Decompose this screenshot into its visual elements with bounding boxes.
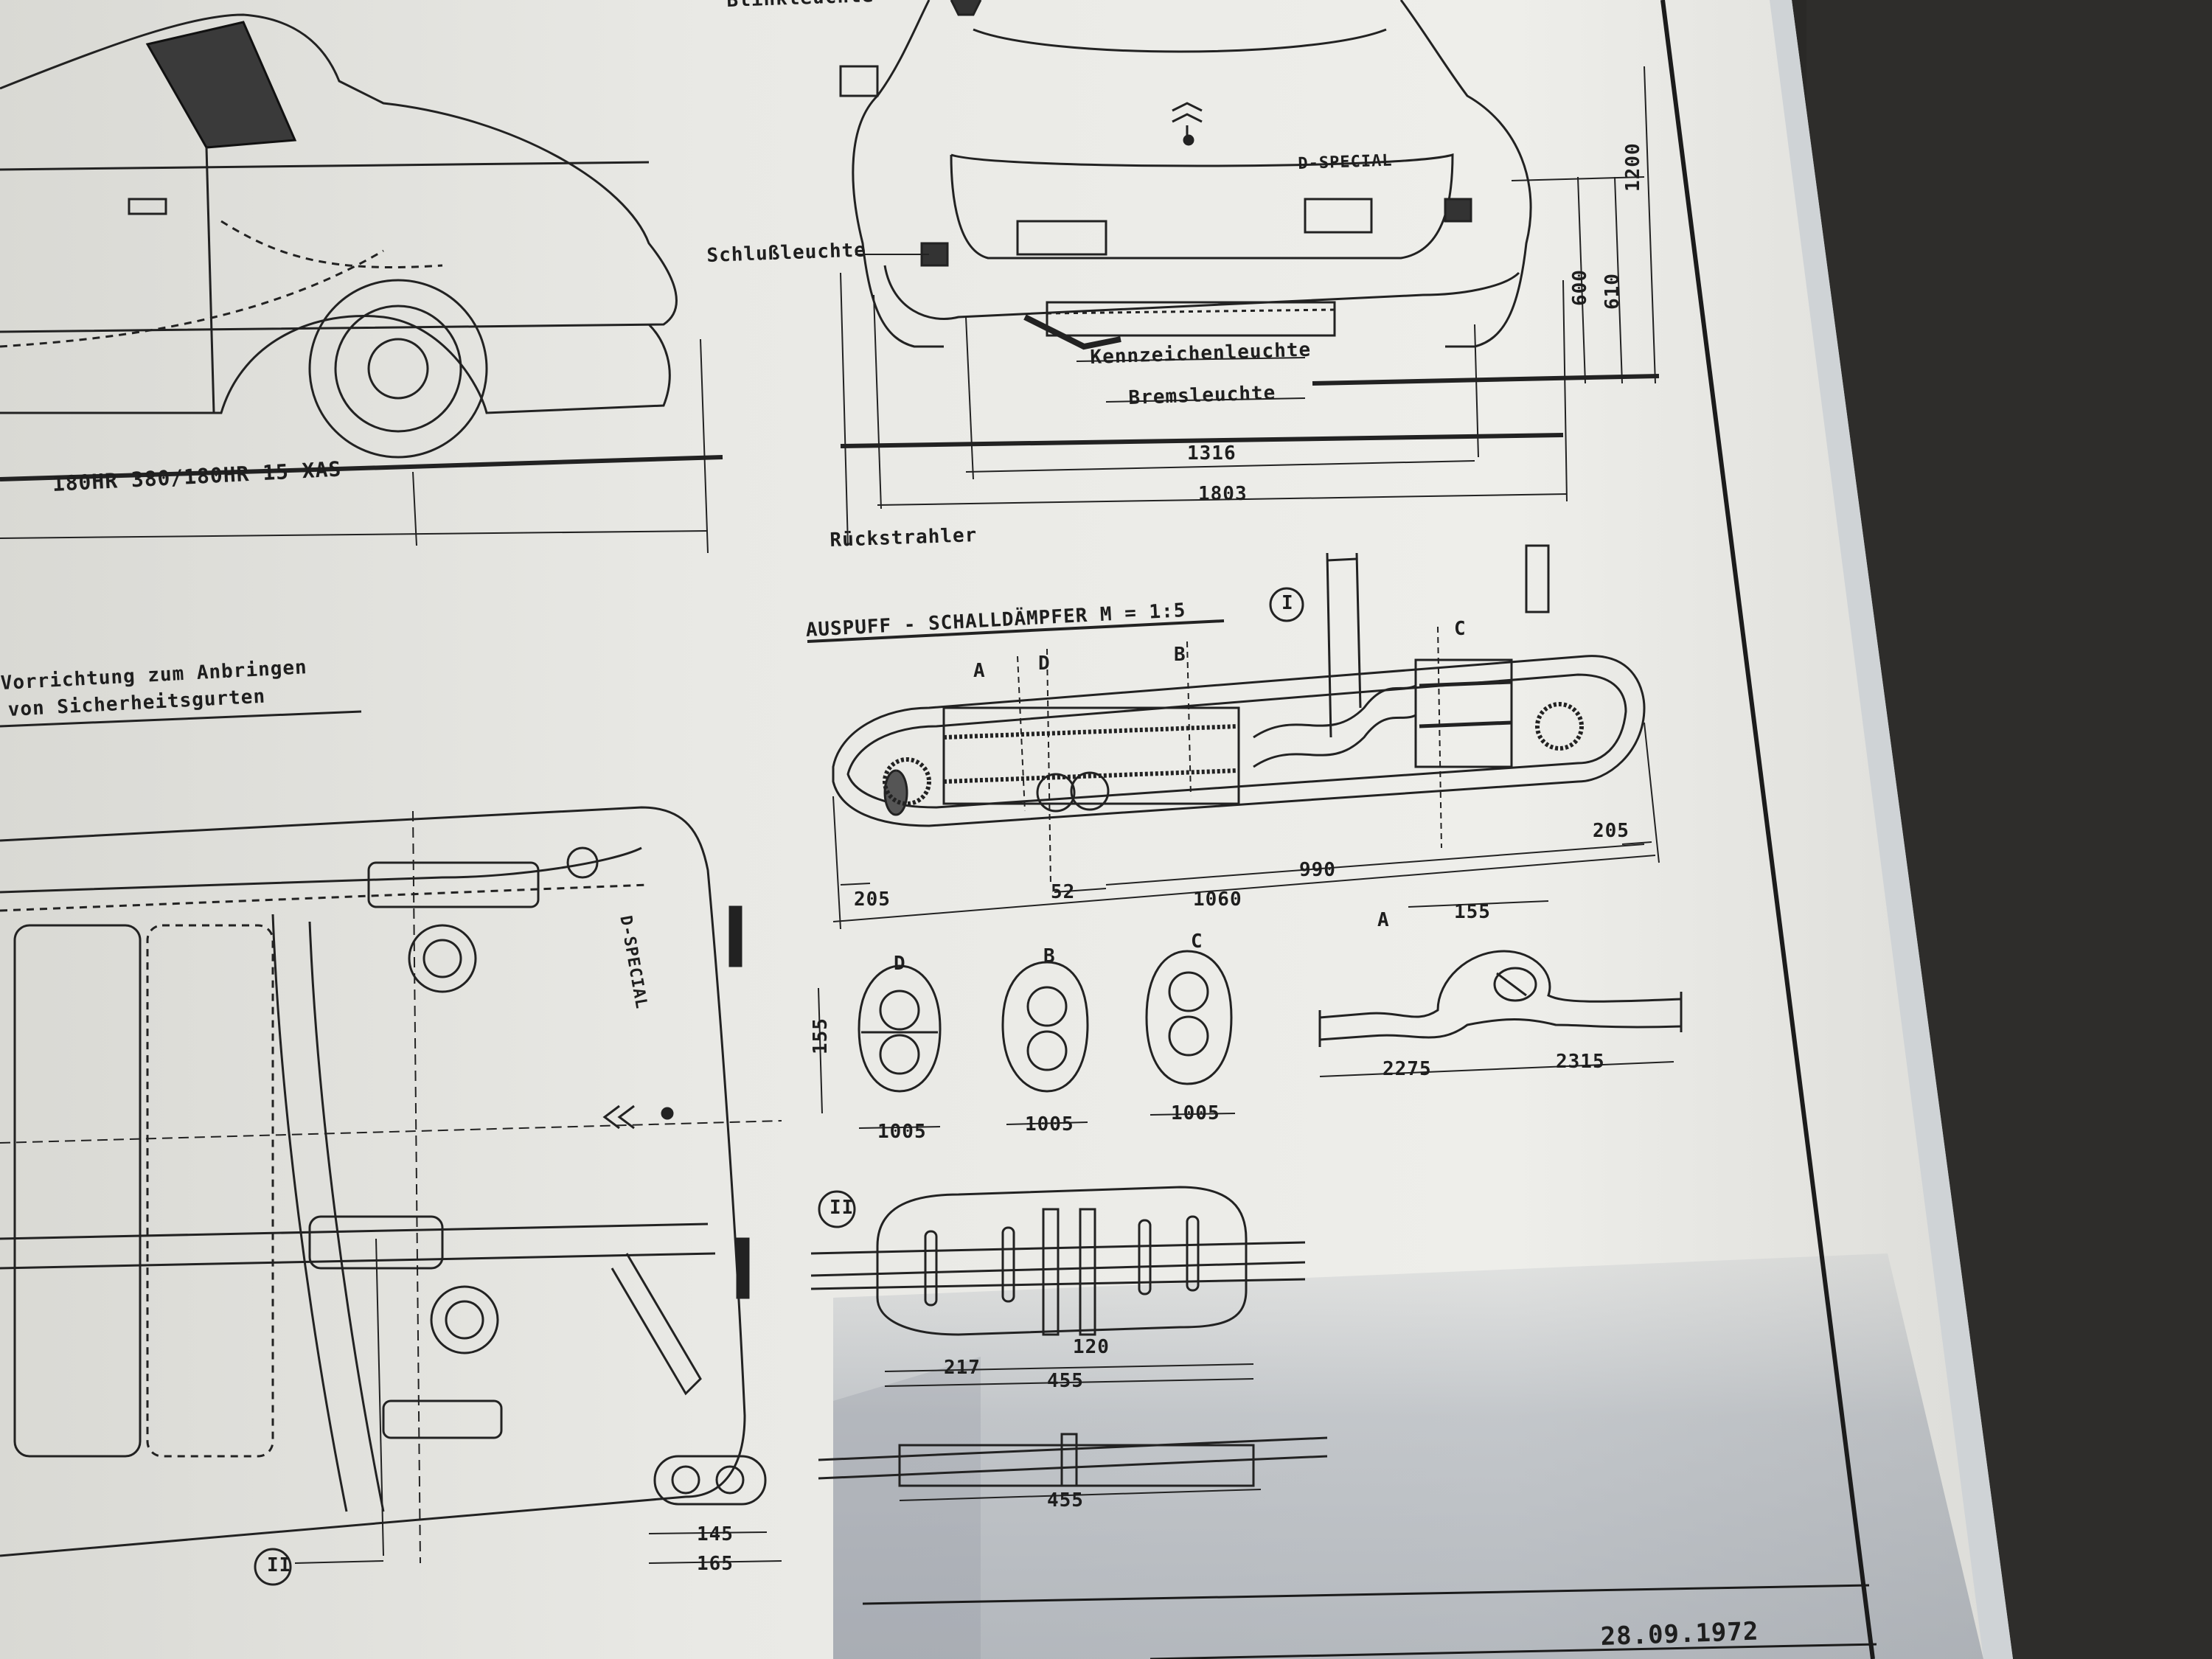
dim-2315: 2315 bbox=[1556, 1051, 1605, 1073]
dim-1803: 1803 bbox=[1198, 483, 1248, 505]
section-2-muffler-drawing bbox=[810, 1186, 1328, 1501]
label-date: 28.09.1972 bbox=[1600, 1616, 1759, 1652]
dim-165: 165 bbox=[697, 1553, 734, 1575]
dim-990: 990 bbox=[1299, 859, 1336, 881]
marker-c-section: C bbox=[1191, 931, 1203, 953]
marker-b-section: B bbox=[1043, 945, 1056, 967]
dim-145: 145 bbox=[697, 1523, 734, 1545]
plan-view-drawing bbox=[0, 806, 856, 1586]
dim-52: 52 bbox=[1051, 881, 1076, 903]
dim-1060: 1060 bbox=[1193, 888, 1242, 911]
dim-1005-b: 1005 bbox=[1025, 1113, 1074, 1135]
marker-d: D bbox=[1038, 653, 1051, 675]
dim-205-left: 205 bbox=[854, 888, 891, 911]
dim-1005-d: 1005 bbox=[877, 1121, 927, 1143]
dim-1200: 1200 bbox=[1622, 142, 1644, 192]
dim-610: 610 bbox=[1601, 273, 1624, 310]
exhaust-main-drawing bbox=[807, 544, 1660, 930]
dim-455-upper: 455 bbox=[1047, 1370, 1084, 1392]
paper-sheet bbox=[0, 0, 2013, 1659]
marker-c: C bbox=[1454, 618, 1467, 640]
outlet-oval-drawing bbox=[648, 1455, 782, 1564]
dim-1316: 1316 bbox=[1187, 442, 1237, 465]
label-section-1: I bbox=[1281, 592, 1294, 614]
dim-155-detail: 155 bbox=[1454, 901, 1491, 923]
belt-note-underline bbox=[0, 710, 362, 728]
marker-b: B bbox=[1174, 644, 1186, 666]
section-views bbox=[818, 950, 1236, 1129]
dim-600: 600 bbox=[1569, 269, 1591, 306]
side-view-drawing bbox=[0, 13, 723, 554]
dim-2275: 2275 bbox=[1382, 1058, 1432, 1080]
dim-217: 217 bbox=[944, 1357, 981, 1379]
drawing-frame bbox=[862, 0, 1877, 1659]
marker-a-detail: A bbox=[1377, 909, 1390, 931]
label-section-2-bottom: II bbox=[267, 1554, 292, 1576]
detail-a-drawing bbox=[1318, 900, 1683, 1077]
dim-1005-c: 1005 bbox=[1171, 1102, 1220, 1124]
label-badge-rear: D-SPECIAL bbox=[1298, 151, 1394, 173]
dim-205-right: 205 bbox=[1593, 820, 1630, 842]
dim-120: 120 bbox=[1073, 1336, 1110, 1358]
dim-455-lower: 455 bbox=[1047, 1489, 1084, 1512]
dim-155-vertical: 155 bbox=[810, 1018, 832, 1054]
marker-a: A bbox=[973, 660, 986, 682]
marker-d-section: D bbox=[894, 953, 906, 975]
label-section-2: II bbox=[830, 1197, 855, 1219]
rear-view-drawing bbox=[839, 0, 1660, 546]
